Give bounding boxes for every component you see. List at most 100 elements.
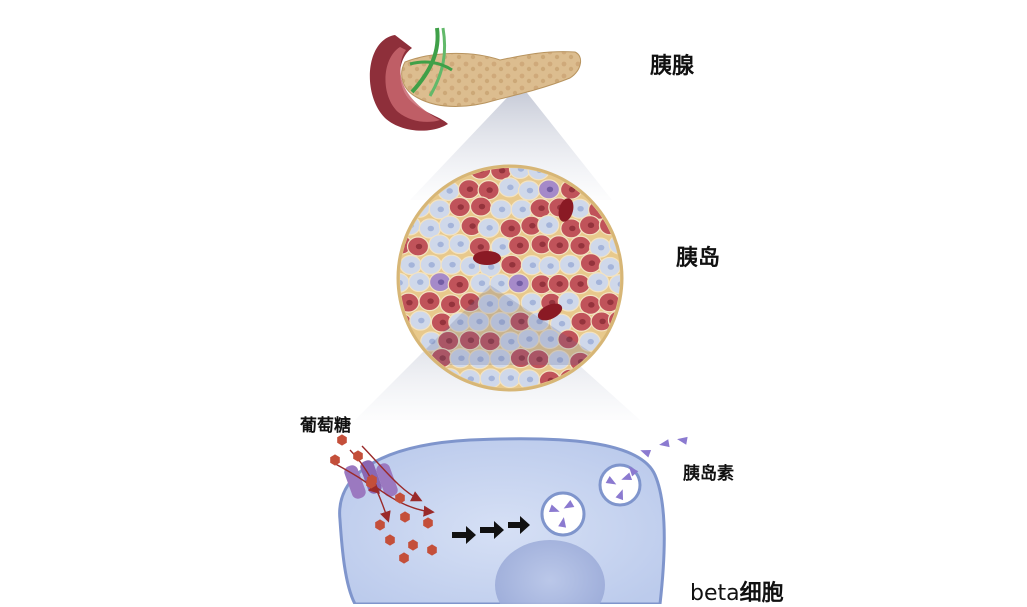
islet-cell-nucleus: [400, 320, 406, 326]
islet-cell-nucleus: [547, 263, 554, 269]
islet-cell-nucleus: [577, 205, 584, 212]
islet-cell-nucleus: [567, 261, 575, 268]
islet-cell-nucleus: [518, 355, 526, 361]
insulin-triangle: [677, 436, 688, 445]
islet-cell-nucleus: [486, 301, 494, 307]
islet-cell-nucleus: [457, 204, 464, 210]
islet-cell-nucleus: [595, 279, 603, 286]
label-beta-cell: beta细胞: [690, 575, 784, 607]
insulin-triangle: [558, 517, 567, 528]
islet-cell-nucleus: [536, 318, 543, 325]
islet-cell-nucleus: [539, 281, 546, 288]
islet-cell-nucleus: [588, 302, 595, 308]
islet-cell-nucleus: [498, 206, 506, 213]
islet-illustration: [396, 164, 624, 392]
islet-cell-nucleus: [417, 279, 424, 285]
glucose-hexagon: [395, 492, 405, 504]
islet-cell-nucleus: [427, 298, 434, 304]
islet-cell-nucleus: [478, 280, 486, 287]
glucose-hexagon: [408, 539, 418, 551]
islet-cell-nucleus: [578, 242, 585, 249]
zoom-cone-top: [410, 84, 612, 200]
islet-cell-nucleus: [477, 244, 485, 250]
islet-cell-nucleus: [556, 242, 563, 249]
islet-cell-nucleus: [427, 225, 435, 232]
insulin-molecules: [548, 436, 688, 528]
islet-cell-nucleus: [507, 375, 515, 381]
islet-cell-nucleus: [616, 317, 620, 324]
islet-cell-nucleus: [400, 280, 403, 286]
islet-cell-nucleus: [529, 262, 537, 269]
insulin-vesicle: [540, 491, 586, 537]
islet-cell-nucleus: [486, 187, 493, 193]
islet-cell-nucleus: [486, 225, 493, 231]
islet-cell-nucleus: [587, 338, 594, 345]
islet-cell-nucleus: [467, 337, 475, 344]
glucose-hexagon: [400, 511, 410, 523]
islet-cell-nucleus: [476, 318, 483, 325]
islet-cell-nucleus: [406, 299, 413, 306]
islet-cell-nucleus: [529, 299, 536, 306]
islet-cell-nucleus: [499, 244, 506, 250]
islet-cell-nucleus: [547, 336, 555, 342]
islet-cell-nucleus: [437, 279, 445, 285]
islet-cell-nucleus: [556, 281, 563, 287]
capillary: [537, 303, 563, 321]
islet-cell-nucleus: [506, 300, 514, 307]
islet-cell-nucleus: [478, 203, 486, 210]
islet-cell-nucleus: [447, 222, 455, 229]
islet-cell-nucleus: [507, 184, 514, 191]
islet-cell-nucleus: [546, 186, 554, 193]
islet-cell-nucleus: [408, 262, 415, 268]
glucose-hexagon: [330, 454, 340, 466]
insulin-triangle: [659, 439, 670, 448]
insulin-triangle: [615, 489, 624, 501]
islet-cell-nucleus: [519, 206, 526, 213]
islet-cell-nucleus: [508, 225, 515, 232]
islet-cell-nucleus: [469, 223, 476, 229]
islet-cell-nucleus: [517, 168, 525, 172]
islet-cell-nucleus: [599, 318, 606, 325]
zoom-shading: [410, 285, 610, 365]
islet-cell-nucleus: [428, 262, 435, 268]
islet-cell-nucleus: [439, 319, 447, 326]
islet-cell-nucleus: [516, 280, 523, 287]
islet-cell-nucleus: [566, 298, 574, 305]
glucose-molecules: [330, 434, 437, 564]
islet-cell-nucleus: [446, 338, 453, 344]
glucose-hexagon: [375, 519, 385, 531]
islet-cell-nucleus: [437, 241, 444, 248]
islet-cell-nucleus: [457, 319, 464, 326]
insulin-triangle: [640, 449, 652, 458]
islet-cell-nucleus: [607, 299, 614, 306]
islet-cell-nucleus: [579, 318, 586, 325]
islet-cell-nucleus: [468, 263, 476, 269]
islet-cell-nucleus: [477, 356, 484, 362]
pancreas-body: [401, 51, 582, 107]
islet-cell-nucleus: [498, 280, 505, 287]
islet-cell-nucleus: [415, 243, 423, 250]
glucose-hexagon: [367, 474, 377, 486]
islet-cell-nucleus: [546, 222, 553, 228]
islet-cell-nucleus: [448, 301, 456, 308]
islet-cell-nucleus: [529, 222, 536, 229]
capillary: [558, 198, 574, 222]
islet-cell-nucleus: [458, 355, 465, 362]
islet-cell-nucleus: [437, 206, 444, 213]
capillary: [473, 251, 501, 265]
signal-arrows: [452, 516, 530, 544]
islet-cell-nucleus: [439, 355, 446, 361]
islet-cell-nucleus: [516, 242, 524, 249]
glucose-hexagon: [423, 517, 433, 529]
islet-cell-nucleus: [588, 260, 596, 267]
islet-cell-nucleus: [556, 357, 564, 363]
label-glucose: 葡萄糖: [300, 416, 351, 436]
islet-cell-nucleus: [569, 225, 576, 232]
islet-cell-nucleus: [587, 222, 595, 229]
islet-cell-nucleus: [487, 338, 495, 345]
islet-cell-nucleus: [498, 319, 506, 325]
insulin-triangle: [628, 466, 639, 477]
islet-cell-nucleus: [487, 264, 495, 270]
nucleus: [495, 540, 605, 604]
